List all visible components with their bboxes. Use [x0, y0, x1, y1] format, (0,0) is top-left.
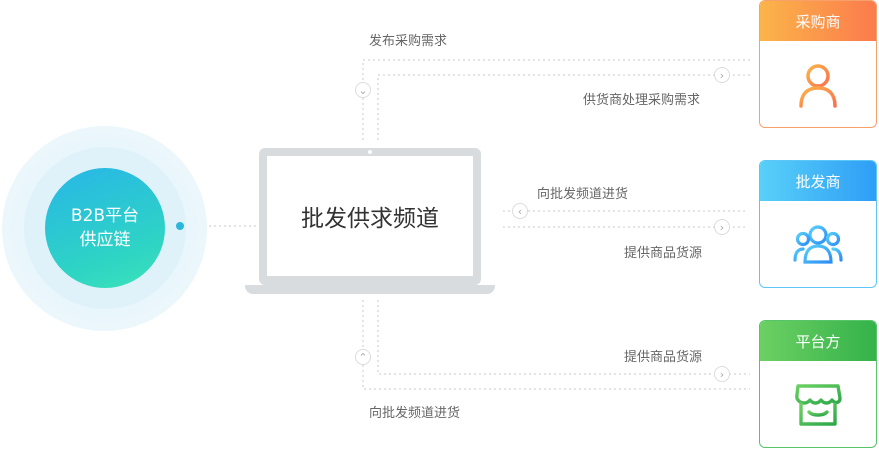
chevron-right-icon: ›: [714, 366, 730, 382]
card-wholesaler-title: 批发商: [760, 161, 876, 201]
chevron-up-icon: ⌃: [355, 349, 371, 365]
laptop-base: [245, 285, 495, 294]
users-icon: [793, 225, 843, 264]
chevron-down-icon: ⌄: [355, 82, 371, 98]
card-wholesaler: 批发商: [759, 160, 877, 288]
card-buyer-title: 采购商: [760, 1, 876, 41]
label-stock-from-channel-platform: 向批发频道进货: [369, 406, 461, 421]
store-icon: [795, 384, 842, 426]
card-platform: 平台方: [759, 320, 877, 448]
connector-dot: [176, 222, 184, 230]
label-supplier-handle: 供货商处理采购需求: [583, 93, 701, 108]
card-platform-title: 平台方: [760, 321, 876, 361]
laptop-display: [267, 156, 473, 276]
platform-node-line1: B2B平台: [70, 206, 140, 226]
label-publish-demand: 发布采购需求: [369, 34, 448, 49]
platform-node-line2: 供应链: [79, 230, 131, 250]
channel-title: 批发供求频道: [301, 206, 439, 232]
platform-node: B2B平台 供应链: [45, 168, 165, 288]
chevron-left-icon: ‹: [512, 203, 528, 219]
chevron-right-icon: ›: [714, 67, 730, 83]
label-stock-from-channel: 向批发频道进货: [537, 187, 629, 202]
laptop-camera: [368, 150, 372, 154]
user-icon: [799, 64, 837, 108]
chevron-right-icon: ›: [714, 219, 730, 235]
label-provide-goods: 提供商品货源: [624, 246, 703, 261]
label-provide-goods-platform: 提供商品货源: [624, 350, 703, 365]
card-buyer: 采购商: [759, 0, 877, 128]
